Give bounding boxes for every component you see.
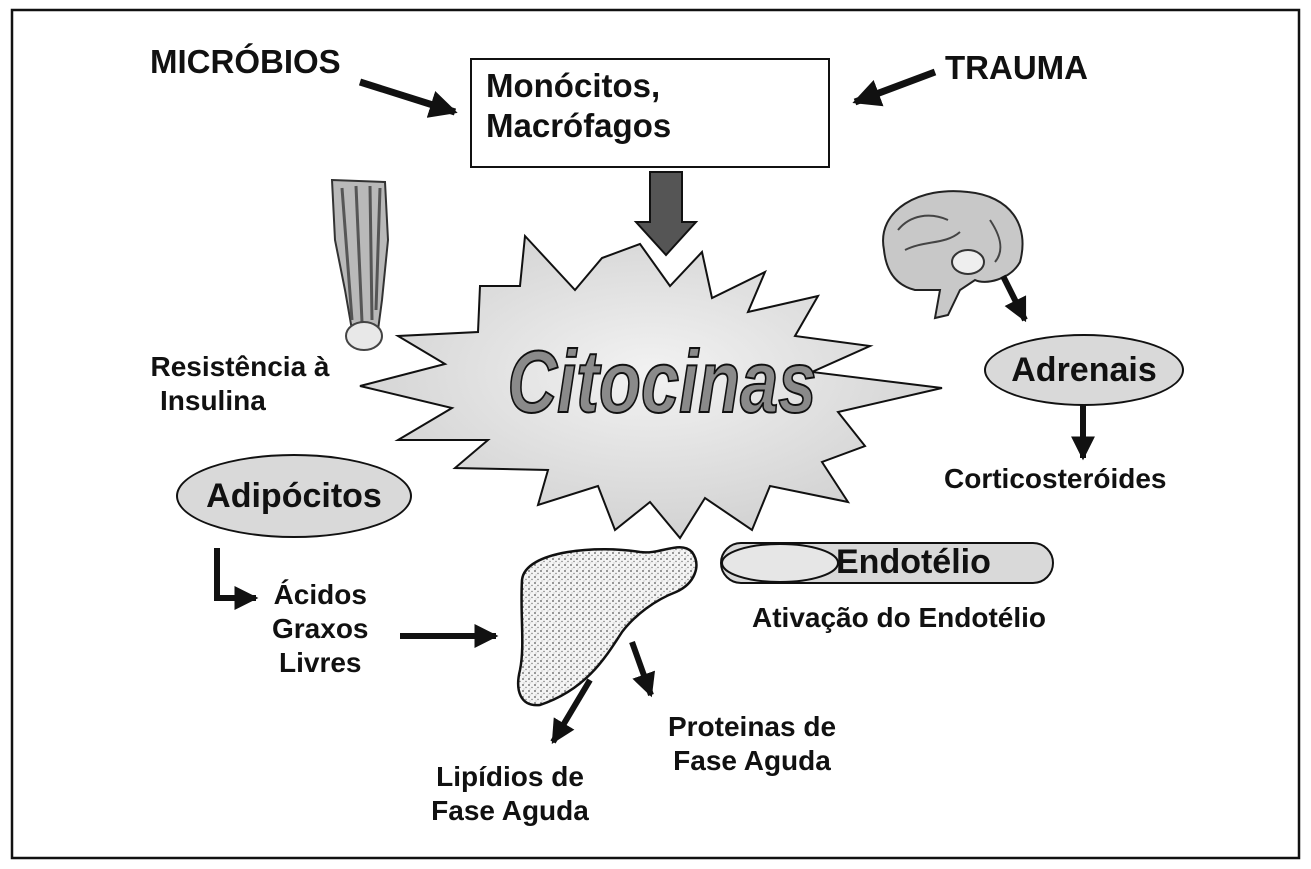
endothelium-activation-label: Ativação do Endotélio [752,601,1046,635]
endothelium-label: Endotélio [836,542,991,583]
fatty-acids-line2: Graxos [272,612,369,646]
insulin-resistance-line1: Resistência à [130,350,350,384]
insulin-resistance-label: Resistência à Insulina [130,350,350,418]
trauma-label: TRAUMA [945,48,1088,88]
liver-to-proteins-arrow [632,642,651,695]
insulin-resistance-line2: Insulina [130,384,350,418]
brain-to-adrenals-arrow [1003,276,1025,320]
fatty-acids-line1: Ácidos [272,578,369,612]
brain-icon [883,191,1022,318]
adipocytes-oval: Adipócitos [176,454,412,538]
monocytes-label-line2: Macrófagos [486,106,671,146]
adrenals-oval: Adrenais [984,334,1184,406]
adipocytes-to-fatty-acids-arrow [217,548,256,598]
acute-lipids-label: Lipídios de Fase Aguda [400,760,620,828]
acute-proteins-line2: Fase Aguda [642,744,862,778]
acute-proteins-label: Proteinas de Fase Aguda [642,710,862,778]
cytokines-title: Citocinas [508,333,817,431]
monocytes-label: Monócitos, Macrófagos [486,66,671,147]
corticosteroids-label: Corticosteróides [944,462,1167,496]
muscle-leg-icon [332,180,388,350]
monocytes-label-line1: Monócitos, [486,66,671,106]
microbes-arrow [360,82,455,112]
monocytes-to-cytokines-arrow [636,172,696,255]
liver-icon [518,547,696,705]
acute-lipids-line2: Fase Aguda [400,794,620,828]
trauma-arrow [855,72,935,102]
fatty-acids-line3: Livres [272,646,369,680]
microbes-label: MICRÓBIOS [150,42,341,82]
acute-proteins-line1: Proteinas de [642,710,862,744]
fatty-acids-label: Ácidos Graxos Livres [272,578,369,680]
acute-lipids-line1: Lipídios de [400,760,620,794]
